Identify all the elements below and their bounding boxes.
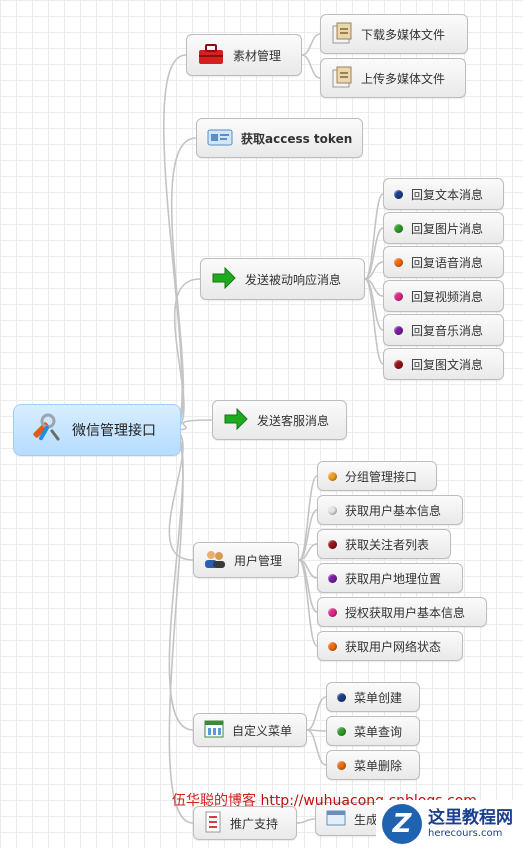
green-arrow-icon bbox=[211, 266, 237, 292]
leaf-reply-text[interactable]: 回复文本消息 bbox=[383, 178, 504, 210]
bullet-icon bbox=[328, 607, 337, 617]
branch-label: 获取access token bbox=[241, 131, 353, 146]
leaf-oauth-user-info[interactable]: 授权获取用户基本信息 bbox=[317, 597, 487, 627]
branch-label: 自定义菜单 bbox=[232, 723, 293, 738]
leaf-label: 分组管理接口 bbox=[345, 469, 418, 484]
connector-line bbox=[168, 429, 194, 824]
logo-url: herecours.com bbox=[428, 827, 503, 839]
leaf-label: 授权获取用户基本信息 bbox=[345, 605, 466, 620]
branch-label: 素材管理 bbox=[233, 48, 282, 63]
branch-material-management[interactable]: 素材管理 bbox=[186, 34, 302, 76]
root-label: 微信管理接口 bbox=[72, 423, 156, 439]
bullet-icon bbox=[394, 359, 403, 369]
connector-line bbox=[306, 696, 327, 731]
leaf-download-media[interactable]: 下载多媒体文件 bbox=[320, 14, 468, 54]
leaf-menu-delete[interactable]: 菜单删除 bbox=[326, 750, 420, 780]
leaf-label: 获取关注者列表 bbox=[345, 537, 430, 552]
leaf-group-management[interactable]: 分组管理接口 bbox=[317, 461, 437, 491]
tools-icon bbox=[28, 413, 60, 447]
branch-get-access-token[interactable]: 获取access token bbox=[196, 118, 363, 158]
document-icon bbox=[331, 21, 353, 48]
connector-line bbox=[296, 818, 316, 824]
branch-promotion-support[interactable]: 推广支持 bbox=[193, 806, 297, 840]
bullet-icon bbox=[328, 471, 337, 481]
connector-line bbox=[301, 54, 321, 79]
bullet-icon bbox=[328, 573, 337, 583]
document-icon bbox=[331, 65, 353, 92]
leaf-label: 获取用户地理位置 bbox=[345, 571, 442, 586]
leaf-upload-media[interactable]: 上传多媒体文件 bbox=[320, 58, 466, 98]
bullet-icon bbox=[328, 505, 337, 515]
users-icon bbox=[204, 549, 226, 572]
toolbox-icon bbox=[197, 42, 225, 69]
bullet-icon bbox=[394, 189, 403, 199]
leaf-label: 菜单删除 bbox=[354, 758, 403, 773]
connector-line bbox=[170, 137, 197, 431]
connector-line bbox=[170, 278, 201, 431]
leaf-label: 回复图文消息 bbox=[411, 357, 484, 372]
connector-line bbox=[298, 509, 318, 561]
branch-label: 用户管理 bbox=[234, 553, 283, 568]
leaf-get-followers[interactable]: 获取关注者列表 bbox=[317, 529, 451, 559]
leaf-label: 回复图片消息 bbox=[411, 221, 484, 236]
leaf-label: 获取用户基本信息 bbox=[345, 503, 442, 518]
logo-mark-icon bbox=[382, 804, 422, 844]
connector-line bbox=[306, 729, 327, 766]
leaf-label: 回复视频消息 bbox=[411, 289, 484, 304]
bullet-icon bbox=[337, 726, 346, 736]
branch-customer-service-message[interactable]: 发送客服消息 bbox=[212, 400, 347, 440]
leaf-menu-create[interactable]: 菜单创建 bbox=[326, 682, 420, 712]
connector-line bbox=[301, 33, 321, 56]
bullet-icon bbox=[337, 692, 346, 702]
connector-line bbox=[298, 559, 318, 647]
connector-line bbox=[364, 227, 384, 280]
leaf-get-user-info[interactable]: 获取用户基本信息 bbox=[317, 495, 463, 525]
leaf-reply-music[interactable]: 回复音乐消息 bbox=[383, 314, 504, 346]
list-icon bbox=[204, 811, 222, 836]
bullet-icon bbox=[328, 539, 337, 549]
leaf-label: 回复音乐消息 bbox=[411, 323, 484, 338]
bullet-icon bbox=[337, 760, 346, 770]
bullet-icon bbox=[328, 641, 337, 651]
leaf-reply-voice[interactable]: 回复语音消息 bbox=[383, 246, 504, 278]
leaf-label: 回复语音消息 bbox=[411, 255, 484, 270]
root-node[interactable]: 微信管理接口 bbox=[13, 404, 181, 456]
leaf-reply-video[interactable]: 回复视频消息 bbox=[383, 280, 504, 312]
connector-line bbox=[163, 54, 187, 431]
green-arrow-icon bbox=[223, 407, 249, 433]
leaf-reply-image[interactable]: 回复图片消息 bbox=[383, 212, 504, 244]
branch-label: 发送客服消息 bbox=[257, 413, 330, 428]
connector-line bbox=[364, 193, 384, 280]
branch-custom-menu[interactable]: 自定义菜单 bbox=[193, 713, 307, 747]
leaf-label: 回复文本消息 bbox=[411, 187, 484, 202]
branch-label: 发送被动响应消息 bbox=[245, 272, 342, 287]
branch-label: 推广支持 bbox=[230, 816, 279, 831]
leaf-get-network-status[interactable]: 获取用户网络状态 bbox=[317, 631, 463, 661]
bullet-icon bbox=[394, 325, 403, 335]
site-logo[interactable]: 这里教程网 herecours.com bbox=[376, 800, 523, 848]
connector-line bbox=[168, 429, 194, 731]
connector-line bbox=[298, 475, 318, 561]
leaf-label: 菜单查询 bbox=[354, 724, 403, 739]
bullet-icon bbox=[394, 223, 403, 233]
branch-user-management[interactable]: 用户管理 bbox=[193, 542, 299, 578]
window-icon bbox=[326, 810, 346, 829]
menu-icon bbox=[204, 720, 224, 741]
leaf-get-user-location[interactable]: 获取用户地理位置 bbox=[317, 563, 463, 593]
leaf-reply-news[interactable]: 回复图文消息 bbox=[383, 348, 504, 380]
connector-line bbox=[364, 278, 384, 365]
leaf-label: 生成 bbox=[354, 812, 379, 827]
branch-passive-reply[interactable]: 发送被动响应消息 bbox=[200, 258, 365, 300]
leaf-label: 获取用户网络状态 bbox=[345, 639, 442, 654]
bullet-icon bbox=[394, 291, 403, 301]
leaf-label: 上传多媒体文件 bbox=[361, 71, 446, 86]
leaf-menu-query[interactable]: 菜单查询 bbox=[326, 716, 420, 746]
bullet-icon bbox=[394, 257, 403, 267]
logo-title: 这里教程网 bbox=[428, 808, 513, 829]
id-card-icon bbox=[207, 127, 233, 150]
leaf-label: 下载多媒体文件 bbox=[361, 27, 446, 42]
leaf-label: 菜单创建 bbox=[354, 690, 403, 705]
watermark-prefix: 伍华聪的博客 bbox=[172, 793, 261, 809]
